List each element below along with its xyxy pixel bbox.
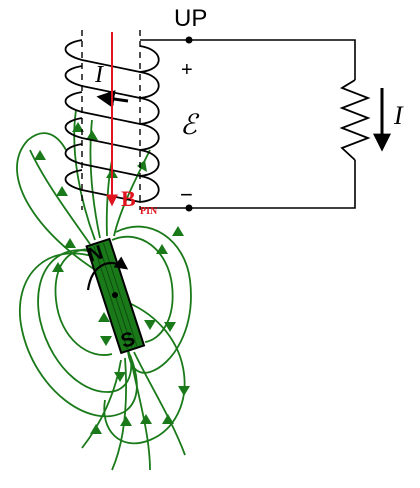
field-arrow (64, 238, 76, 248)
field-line-loop-1 (19, 252, 138, 418)
field-arrow (52, 262, 64, 272)
terminal-bottom (185, 204, 193, 212)
field-line-down-2 (111, 357, 127, 471)
field-arrow (56, 186, 68, 196)
field-line-outer-right (103, 299, 186, 445)
resistor-icon (339, 79, 371, 161)
field-arrow (178, 386, 190, 396)
coil-current-arrow (96, 90, 129, 108)
field-line-loop-3 (115, 225, 192, 374)
field-arrow (98, 312, 110, 322)
field-arrow (172, 226, 184, 236)
terminal-top (185, 36, 193, 44)
circuit (140, 39, 371, 209)
field-arrow (100, 336, 112, 346)
label-up: UP (174, 5, 207, 32)
field-arrow (164, 322, 176, 332)
label-coil-current: I (94, 62, 104, 88)
field-line-loop-2 (37, 249, 133, 393)
label-south: S (118, 328, 137, 353)
magnet-pivot (112, 292, 118, 298)
field-arrow (90, 424, 102, 434)
label-resistor-current: I (393, 101, 404, 130)
field-lines (16, 109, 192, 471)
label-plus: + (181, 59, 193, 81)
field-arrow (120, 416, 132, 426)
label-b-pin-sub: PIN (140, 206, 158, 217)
field-arrow (114, 372, 126, 382)
wire-bottom (140, 160, 356, 209)
field-arrow (156, 244, 168, 254)
field-line-down-3 (133, 351, 186, 456)
field-arrow (162, 414, 174, 424)
field-line-up-1 (73, 109, 96, 241)
label-north: N (85, 241, 106, 266)
field-arrow (137, 160, 147, 172)
field-arrow (34, 150, 46, 160)
label-minus: − (180, 182, 193, 207)
wire-top (140, 39, 356, 80)
field-arrow (86, 130, 98, 140)
field-arrow (144, 320, 156, 330)
coil (64, 30, 160, 210)
label-b-pin: B (121, 186, 136, 211)
field-line-loop-4 (111, 235, 174, 343)
field-line-down-1 (129, 354, 151, 471)
coil-winding (64, 169, 160, 203)
rotation-arrow (86, 256, 129, 291)
field-line-down-4 (81, 359, 122, 449)
field-arrow (140, 414, 152, 424)
field-arrow (72, 122, 84, 132)
field-line-loop-5 (54, 248, 113, 356)
label-emf: ℰ (180, 110, 200, 141)
field-line-outer-left (16, 132, 113, 281)
field-arrows (34, 122, 190, 434)
field-line-up-4 (113, 149, 151, 237)
